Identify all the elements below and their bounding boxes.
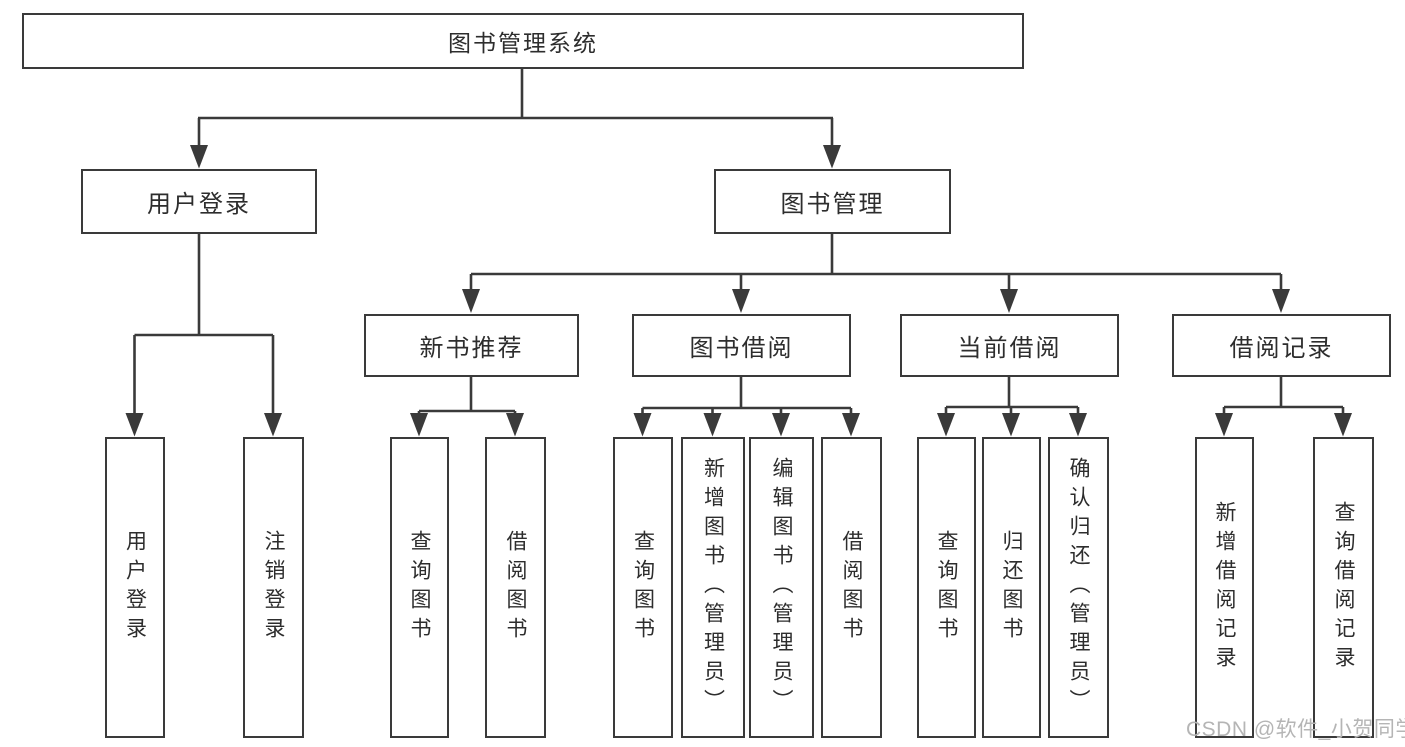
leaf-br-query-record-label: 查询借阅记录 <box>1332 500 1355 675</box>
leaf-logout-label: 注销登录 <box>262 529 285 646</box>
leaf-user-login-label: 用户登录 <box>123 529 147 646</box>
leaf-cb-return-books: 归还图书 <box>982 437 1041 738</box>
leaf-br-add-record: 新增借阅记录 <box>1195 437 1254 738</box>
node-root: 图书管理系统 <box>22 13 1024 69</box>
node-user-login: 用户登录 <box>81 169 317 234</box>
node-borrow-records: 借阅记录 <box>1172 314 1391 377</box>
leaf-nbr-query-books: 查询图书 <box>390 437 449 738</box>
leaf-bb-query-books-label: 查询图书 <box>631 529 655 646</box>
node-book-management-label: 图书管理 <box>780 191 885 218</box>
node-new-book-recommend-label: 新书推荐 <box>419 335 524 362</box>
leaf-bb-edit-book-admin-label: 编辑图书（管理员） <box>770 457 793 718</box>
leaf-br-add-record-label: 新增借阅记录 <box>1213 500 1236 675</box>
leaf-bb-add-book-admin-label: 新增图书（管理员） <box>701 457 725 718</box>
node-borrow-records-label: 借阅记录 <box>1229 335 1334 362</box>
leaf-cb-return-books-label: 归还图书 <box>1000 529 1023 646</box>
leaf-nbr-query-books-label: 查询图书 <box>408 529 431 646</box>
leaf-logout: 注销登录 <box>243 437 304 738</box>
leaf-cb-confirm-return-admin: 确认归还（管理员） <box>1048 437 1109 738</box>
leaf-bb-borrow-books: 借阅图书 <box>821 437 882 738</box>
leaf-bb-add-book-admin: 新增图书（管理员） <box>681 437 745 738</box>
leaf-cb-query-books: 查询图书 <box>917 437 976 738</box>
node-book-borrow-label: 图书借阅 <box>689 335 794 362</box>
leaf-br-query-record: 查询借阅记录 <box>1313 437 1374 738</box>
leaf-nbr-borrow-books-label: 借阅图书 <box>504 529 527 646</box>
tree-edges <box>133 67 1345 414</box>
node-book-management: 图书管理 <box>714 169 951 234</box>
leaf-bb-edit-book-admin: 编辑图书（管理员） <box>749 437 814 738</box>
csdn-watermark: CSDN @软件_小贺同学 <box>1186 718 1405 741</box>
leaf-bb-borrow-books-label: 借阅图书 <box>840 529 863 646</box>
node-current-borrow-label: 当前借阅 <box>957 335 1062 362</box>
leaf-cb-confirm-return-admin-label: 确认归还（管理员） <box>1067 457 1090 718</box>
node-current-borrow: 当前借阅 <box>900 314 1119 377</box>
arrowheads <box>125 145 1352 437</box>
node-root-label: 图书管理系统 <box>448 30 598 56</box>
leaf-nbr-borrow-books: 借阅图书 <box>485 437 546 738</box>
leaf-bb-query-books: 查询图书 <box>613 437 673 738</box>
leaf-cb-query-books-label: 查询图书 <box>935 529 958 646</box>
node-new-book-recommend: 新书推荐 <box>364 314 579 377</box>
node-book-borrow: 图书借阅 <box>632 314 851 377</box>
leaf-user-login: 用户登录 <box>105 437 165 738</box>
node-user-login-label: 用户登录 <box>147 191 251 218</box>
